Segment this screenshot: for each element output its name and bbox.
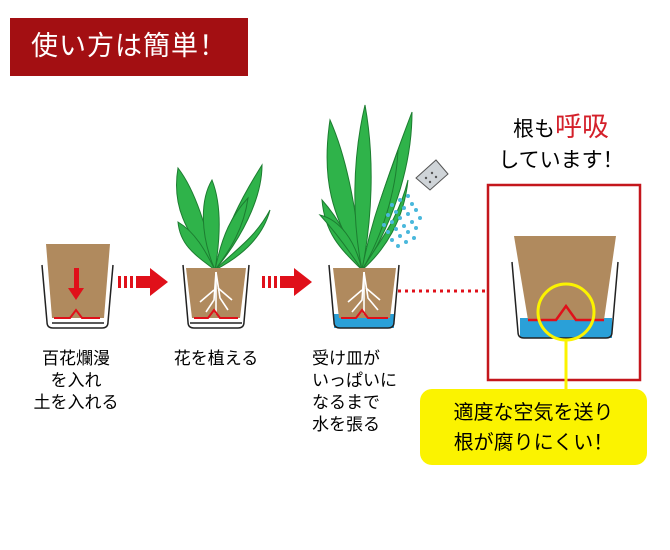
callout-line1: 適度な空気を送り — [453, 400, 614, 424]
flow-arrow-2 — [262, 268, 312, 296]
benefit-callout: 適度な空気を送り 根が腐りにくい！ — [420, 389, 647, 465]
title-banner: 使い方は簡単！ — [10, 18, 248, 76]
step2-caption: 花を植える — [173, 349, 259, 369]
zoom-pot — [511, 236, 619, 342]
down-arrow-icon — [68, 288, 84, 300]
title-text: 使い方は簡単！ — [31, 31, 227, 62]
step2-pot-with-plant — [176, 163, 271, 329]
flow-arrow-1 — [118, 268, 168, 296]
step1-caption: 百花爛漫 を入れ 土を入れる — [33, 349, 119, 413]
breathe-line2: しています！ — [498, 148, 624, 172]
watering-can-icon — [415, 159, 449, 191]
callout-line2: 根が腐りにくい！ — [453, 430, 614, 454]
roots-breathe-label: 根も呼吸 しています！ — [486, 112, 636, 175]
step3-caption: 受け皿が いっぱいに なるまで 水を張る — [312, 349, 397, 435]
step1-pot — [41, 244, 114, 329]
breathe-prefix: 根も — [513, 117, 555, 141]
breathe-accent: 呼吸 — [555, 112, 609, 143]
step3-pot-watered — [318, 104, 449, 329]
